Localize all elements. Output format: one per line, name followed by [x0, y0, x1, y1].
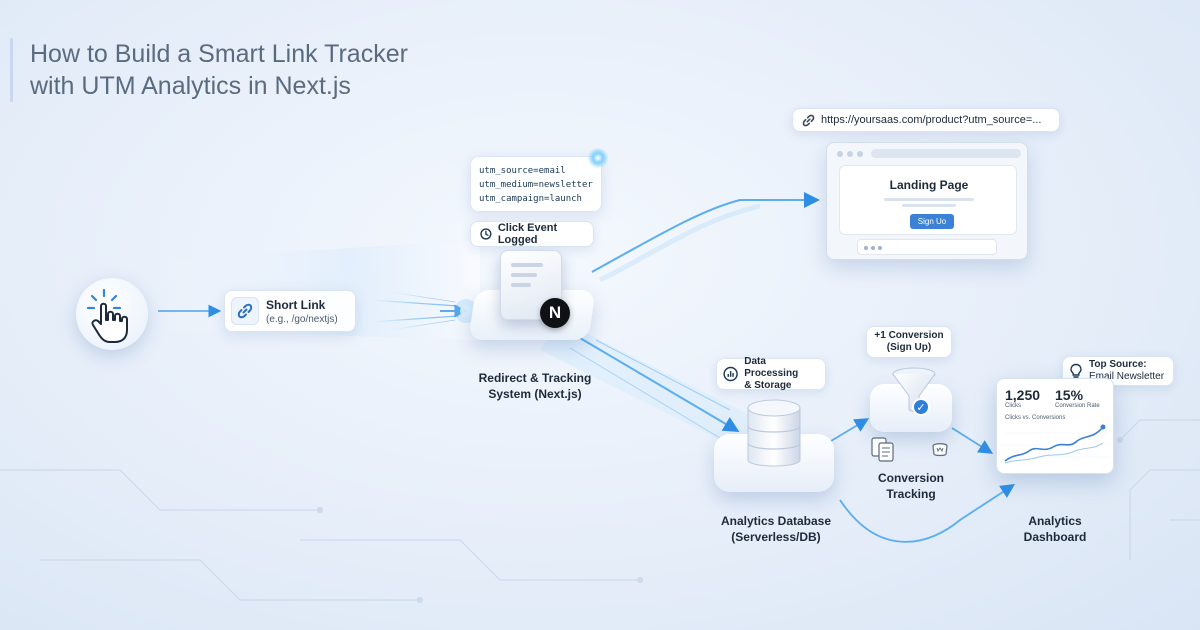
click-event-badge: Click Event Logged	[470, 221, 594, 247]
redirect-label-line-2: System (Next.js)	[488, 387, 582, 401]
conversion-badge-line-1: +1 Conversion	[874, 330, 944, 341]
analytics-dashboard-label: Analytics Dashboard	[996, 513, 1114, 545]
utm-campaign-line: utm_campaign=launch	[479, 194, 582, 204]
short-link-title: Short Link	[266, 297, 326, 312]
sign-up-button[interactable]: Sign Uo	[910, 214, 954, 229]
landing-url-text: https://yoursaas.com/product?utm_source=…	[821, 114, 1042, 126]
lightbulb-icon	[1070, 363, 1082, 378]
dashboard-label-line-1: Analytics	[1028, 514, 1082, 528]
database-label-line-2: (Serverless/DB)	[731, 530, 821, 544]
glow-indicator	[588, 148, 608, 168]
data-processing-badge: Data Processing & Storage	[716, 356, 826, 391]
conversion-rate-label: Conversion Rate	[1055, 403, 1100, 409]
browser-bottom-bar	[857, 239, 997, 255]
redirect-label-line-1: Redirect & Tracking	[478, 371, 592, 385]
funnel-icon	[892, 367, 936, 415]
piggy-bank-icon	[932, 443, 948, 457]
trend-line-chart	[1003, 424, 1109, 464]
click-event-label: Click Event Logged	[497, 222, 558, 246]
analytics-database-label: Analytics Database (Serverless/DB)	[706, 513, 846, 545]
conversion-badge: +1 Conversion (Sign Up)	[866, 326, 952, 358]
dashboard-label-line-2: Dashboard	[1023, 530, 1087, 544]
chart-icon	[723, 366, 738, 382]
landing-url-bar[interactable]: https://yoursaas.com/product?utm_source=…	[792, 108, 1060, 132]
utm-params-card: utm_source=email utm_medium=newsletter u…	[470, 156, 602, 212]
title-line-1: How to Build a Smart Link Tracker	[30, 40, 408, 68]
check-icon: ✓	[912, 398, 930, 416]
page-title: How to Build a Smart Link Tracker with U…	[30, 38, 490, 102]
top-source-line-1: Top Source:	[1089, 359, 1147, 370]
database-icon	[747, 399, 801, 467]
landing-page-title: Landing Page	[889, 178, 969, 192]
nextjs-logo: N	[540, 298, 570, 328]
documents-icon	[871, 437, 894, 462]
address-bar	[871, 149, 1021, 158]
window-dot	[857, 151, 863, 157]
circuit-traces	[0, 419, 1200, 604]
connector-server-to-db	[569, 337, 740, 439]
connector-conversion-to-dashboard	[951, 427, 994, 454]
clicks-label: Clicks	[1005, 403, 1021, 409]
chart-caption: Clicks vs. Conversions	[1005, 415, 1066, 421]
landing-page-content: Landing Page Sign Uo	[839, 165, 1017, 235]
conversion-label-line-2: Tracking	[886, 487, 936, 501]
click-hand-button	[76, 278, 148, 350]
link-icon	[231, 297, 259, 325]
short-link-subtitle: (e.g., /go/nextjs)	[266, 313, 338, 325]
redirect-system-label: Redirect & Tracking System (Next.js)	[460, 370, 610, 402]
light-band	[540, 320, 760, 450]
top-source-line-2: Email Newsletter	[1089, 371, 1165, 382]
short-link-card[interactable]: Short Link (e.g., /go/nextjs)	[224, 290, 356, 332]
window-dot	[847, 151, 853, 157]
conversion-badge-line-2: (Sign Up)	[886, 342, 932, 353]
connector-db-to-dashboard	[839, 484, 1016, 543]
link-icon	[802, 114, 815, 126]
analytics-dashboard-card: 1,250 Clicks 15% Conversion Rate Clicks …	[996, 378, 1114, 474]
landing-page-browser: Landing Page Sign Uo	[826, 142, 1028, 260]
utm-source-line: utm_source=email	[479, 166, 566, 176]
conversion-label-line-1: Conversion	[877, 471, 944, 485]
connector-shortlink-to-server	[358, 291, 464, 331]
conversion-rate-value: 15%	[1055, 387, 1084, 403]
window-dot	[837, 151, 843, 157]
title-accent-bar	[10, 38, 13, 102]
data-processing-line-1: Data Processing	[744, 356, 799, 379]
title-line-2: with UTM Analytics in Next.js	[30, 72, 351, 100]
connector-server-to-landing	[591, 192, 820, 273]
text-placeholder	[884, 198, 974, 201]
connector-db-to-conversion	[825, 418, 870, 445]
data-processing-line-2: & Storage	[744, 380, 792, 391]
clicks-value: 1,250	[1005, 387, 1041, 403]
click-hand-icon	[86, 288, 128, 343]
clock-icon	[480, 228, 492, 240]
database-label-line-1: Analytics Database	[720, 514, 832, 528]
text-placeholder	[902, 204, 956, 207]
utm-medium-line: utm_medium=newsletter	[479, 180, 593, 190]
conversion-tracking-label: Conversion Tracking	[856, 470, 966, 502]
